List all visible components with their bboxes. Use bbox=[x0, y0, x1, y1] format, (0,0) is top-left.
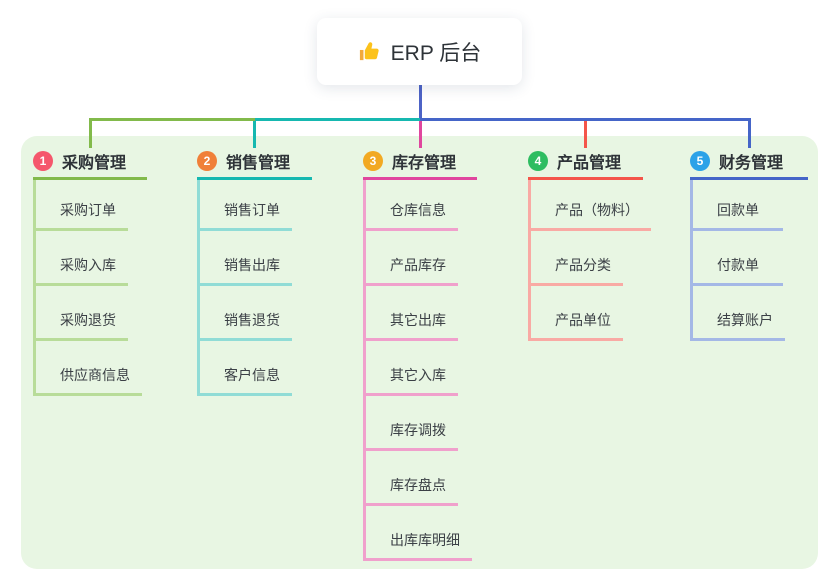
child-item[interactable]: 产品（物料） bbox=[531, 180, 651, 231]
branch-children: 采购订单采购入库采购退货供应商信息 bbox=[33, 180, 142, 396]
branch-children: 销售订单销售出库销售退货客户信息 bbox=[197, 180, 292, 396]
branch-label: 销售管理 bbox=[226, 154, 291, 172]
child-item-label: 产品单位 bbox=[555, 312, 611, 328]
child-item-label: 库存盘点 bbox=[390, 477, 446, 493]
branch-1: 1 采购管理 采购订单采购入库采购退货供应商信息 bbox=[33, 149, 147, 396]
child-item-label: 采购入库 bbox=[60, 257, 116, 273]
branch-header-1[interactable]: 1 采购管理 bbox=[33, 149, 147, 180]
branch-number-badge: 1 bbox=[33, 150, 53, 171]
child-item[interactable]: 库存调拨 bbox=[366, 396, 458, 451]
child-item[interactable]: 出库库明细 bbox=[366, 506, 472, 561]
branch-label: 库存管理 bbox=[392, 154, 457, 172]
child-item-label: 库存调拨 bbox=[390, 422, 446, 438]
child-item-label: 客户信息 bbox=[224, 367, 280, 383]
child-item[interactable]: 回款单 bbox=[693, 180, 783, 231]
connector-drop-1 bbox=[88, 118, 92, 148]
branch-number-badge: 4 bbox=[528, 150, 548, 171]
branch-label: 产品管理 bbox=[557, 154, 622, 172]
child-item-label: 出库库明细 bbox=[390, 532, 460, 548]
branch-2: 2 销售管理 销售订单销售出库销售退货客户信息 bbox=[197, 149, 312, 396]
branch-number-badge: 3 bbox=[363, 150, 383, 171]
child-item-label: 其它入库 bbox=[390, 367, 446, 383]
child-item-label: 其它出库 bbox=[390, 312, 446, 328]
thumbs-up-icon bbox=[359, 42, 379, 61]
branch-label: 财务管理 bbox=[719, 154, 784, 172]
child-item[interactable]: 其它出库 bbox=[366, 286, 458, 341]
child-item[interactable]: 客户信息 bbox=[200, 341, 292, 396]
child-item[interactable]: 产品分类 bbox=[531, 231, 623, 286]
branch-children: 仓库信息产品库存其它出库其它入库库存调拨库存盘点出库库明细 bbox=[363, 180, 472, 561]
connector-drop-5 bbox=[747, 118, 751, 148]
connector-drop-3 bbox=[418, 118, 422, 148]
root-node-label: ERP 后台 bbox=[390, 41, 482, 65]
child-item-label: 付款单 bbox=[717, 257, 759, 273]
child-item[interactable]: 采购订单 bbox=[36, 180, 128, 231]
child-item-label: 销售退货 bbox=[224, 312, 280, 328]
branch-number-badge: 2 bbox=[197, 150, 217, 171]
child-item-label: 采购订单 bbox=[60, 202, 116, 218]
branch-header-3[interactable]: 3 库存管理 bbox=[363, 149, 477, 180]
child-item[interactable]: 销售出库 bbox=[200, 231, 292, 286]
branch-3: 3 库存管理 仓库信息产品库存其它出库其它入库库存调拨库存盘点出库库明细 bbox=[363, 149, 477, 561]
child-item-label: 结算账户 bbox=[717, 312, 773, 328]
child-item-label: 供应商信息 bbox=[60, 367, 130, 383]
branch-5: 5 财务管理 回款单付款单结算账户 bbox=[690, 149, 808, 341]
child-item-label: 回款单 bbox=[717, 202, 759, 218]
connector-rail-midleft bbox=[254, 118, 420, 121]
branch-4: 4 产品管理 产品（物料） 产品分类产品单位 bbox=[528, 149, 651, 341]
branch-header-2[interactable]: 2 销售管理 bbox=[197, 149, 312, 180]
child-item-label: 产品分类 bbox=[555, 257, 611, 273]
child-item[interactable]: 供应商信息 bbox=[36, 341, 142, 396]
connector-drop-4 bbox=[584, 118, 587, 148]
child-item-label: 仓库信息 bbox=[390, 202, 446, 218]
child-item[interactable]: 采购退货 bbox=[36, 286, 128, 341]
child-item[interactable]: 采购入库 bbox=[36, 231, 128, 286]
child-item[interactable]: 销售退货 bbox=[200, 286, 292, 341]
child-item[interactable]: 产品单位 bbox=[531, 286, 623, 341]
child-item-label: 产品（物料） bbox=[555, 202, 639, 218]
child-item[interactable]: 结算账户 bbox=[693, 286, 785, 341]
connector-drop-2 bbox=[253, 118, 256, 148]
branches-panel bbox=[21, 136, 818, 569]
child-item[interactable]: 产品库存 bbox=[366, 231, 458, 286]
branch-label: 采购管理 bbox=[62, 154, 127, 172]
child-item[interactable]: 其它入库 bbox=[366, 341, 458, 396]
child-item-label: 产品库存 bbox=[390, 257, 446, 273]
child-item[interactable]: 仓库信息 bbox=[366, 180, 458, 231]
branch-children: 产品（物料） 产品分类产品单位 bbox=[528, 180, 651, 341]
child-item-label: 销售出库 bbox=[224, 257, 280, 273]
child-item-label: 销售订单 bbox=[224, 202, 280, 218]
root-node[interactable]: ERP 后台 bbox=[317, 18, 522, 85]
branch-number-badge: 5 bbox=[690, 150, 710, 171]
branch-header-4[interactable]: 4 产品管理 bbox=[528, 149, 643, 180]
connector-rail-right bbox=[420, 118, 749, 121]
child-item[interactable]: 销售订单 bbox=[200, 180, 292, 231]
connector-rail-left bbox=[90, 118, 255, 121]
child-item[interactable]: 库存盘点 bbox=[366, 451, 458, 506]
branch-children: 回款单付款单结算账户 bbox=[690, 180, 785, 341]
branch-header-5[interactable]: 5 财务管理 bbox=[690, 149, 808, 180]
child-item-label: 采购退货 bbox=[60, 312, 116, 328]
child-item[interactable]: 付款单 bbox=[693, 231, 783, 286]
connector-root-stem bbox=[418, 85, 422, 121]
